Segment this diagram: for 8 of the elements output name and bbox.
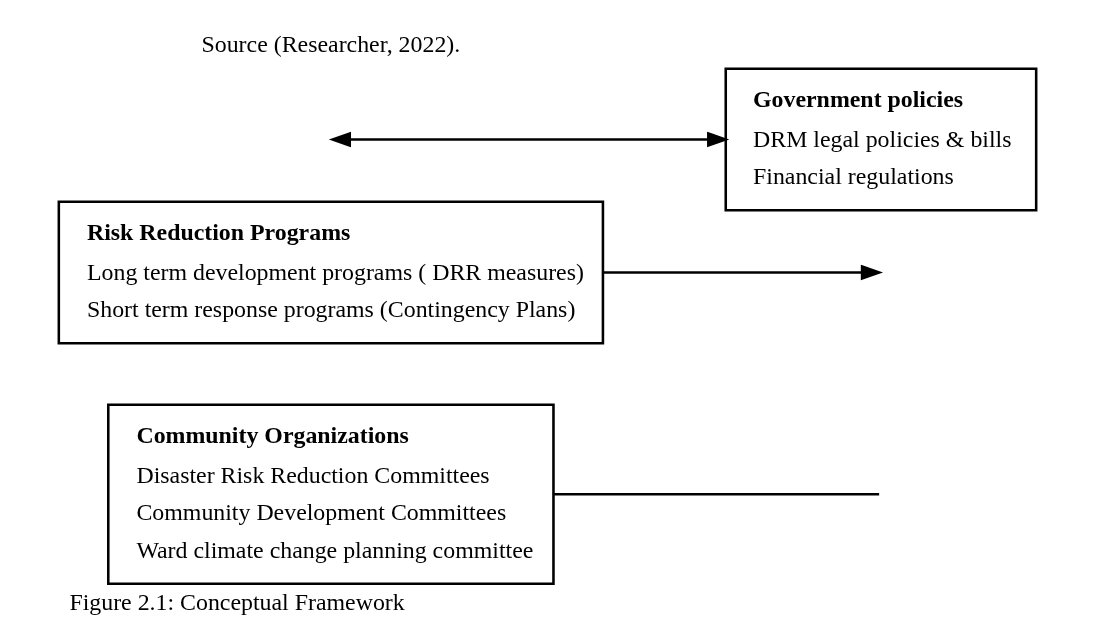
caption: Figure 2.1: Conceptual Framework bbox=[68, 588, 405, 615]
node-box: Government policies DRM legal policies & bills Financial regulations bbox=[723, 67, 1037, 212]
node-box: Risk Reduction Programs Long term development programs ( DRR measures) Short term response programs (Contingency Plans) bbox=[57, 200, 604, 345]
arrow bbox=[603, 264, 883, 281]
connector bbox=[553, 493, 879, 496]
node-box: Community Organizations Disaster Risk Reduction Committees Community Development Committees Ward climate change planning committee bbox=[106, 403, 555, 586]
arrow bbox=[328, 131, 729, 148]
label: Source (Researcher, 2022). bbox=[201, 30, 460, 57]
